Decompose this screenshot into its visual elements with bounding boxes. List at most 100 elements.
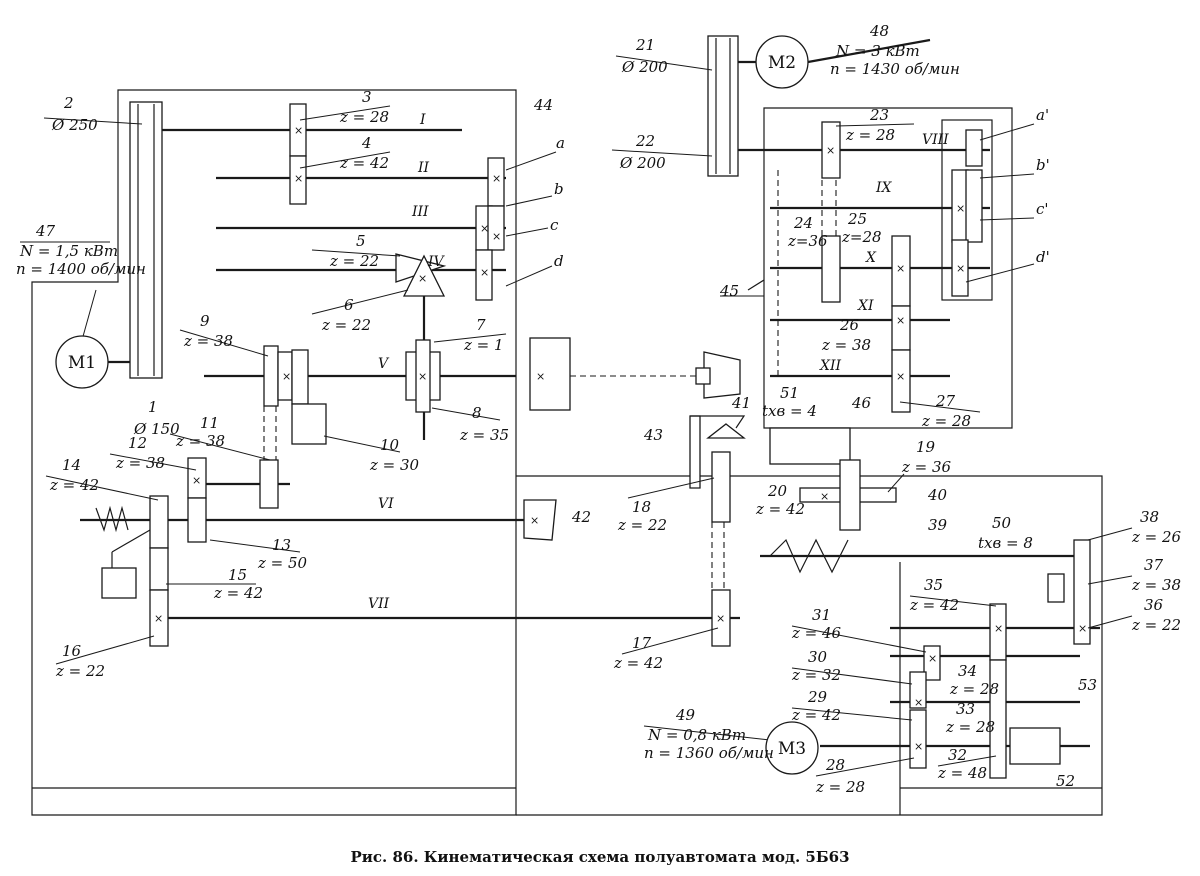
part-label-l6: 6 bbox=[344, 296, 354, 314]
part-label-l5z: z = 22 bbox=[329, 252, 379, 270]
part-label-lIX: IX bbox=[875, 180, 893, 196]
figure-caption: Рис. 86. Кинематическая схема полуавтома… bbox=[350, 848, 850, 866]
part-label-l49r: n = 1360 об/мин bbox=[644, 744, 774, 762]
feed-drive-belt bbox=[707, 35, 990, 177]
svg-text:×: × bbox=[536, 370, 545, 383]
part-label-l14: 14 bbox=[62, 456, 81, 474]
part-label-l38z: z = 26 bbox=[1131, 528, 1182, 546]
part-label-l12: 12 bbox=[128, 434, 147, 452]
part-label-l23: 23 bbox=[869, 106, 889, 124]
svg-text:×: × bbox=[418, 370, 427, 383]
svg-text:×: × bbox=[896, 370, 905, 383]
svg-text:×: × bbox=[492, 172, 501, 185]
part-label-l31: 31 bbox=[812, 606, 831, 624]
part-label-l2d: Ø 250 bbox=[51, 116, 98, 134]
part-label-l13z: z = 50 bbox=[257, 554, 308, 572]
part-label-l26z: z = 38 bbox=[821, 336, 871, 354]
part-label-lIV: IV bbox=[427, 254, 446, 270]
part-label-l24: 24 bbox=[793, 214, 813, 232]
part-label-l6z: z = 22 bbox=[321, 316, 371, 334]
part-label-l47r: n = 1400 об/мин bbox=[16, 260, 146, 278]
part-label-l47n: N = 1,5 кВт bbox=[19, 242, 118, 260]
part-label-l11z: z = 38 bbox=[175, 432, 225, 450]
part-label-l49: 49 bbox=[675, 706, 696, 724]
part-label-l34z: z = 28 bbox=[949, 680, 999, 698]
part-label-l45: 45 bbox=[719, 282, 739, 300]
part-label-l32: 32 bbox=[948, 746, 967, 764]
part-label-ld1: d' bbox=[1036, 248, 1050, 266]
part-label-l27z: z = 28 bbox=[921, 412, 971, 430]
part-label-l10z: z = 30 bbox=[369, 456, 420, 474]
part-label-l17: 17 bbox=[632, 634, 652, 652]
part-label-l15: 15 bbox=[228, 566, 247, 584]
svg-text:×: × bbox=[914, 740, 923, 753]
part-label-lc1: c' bbox=[1036, 200, 1049, 218]
svg-text:×: × bbox=[896, 314, 905, 327]
part-label-l48r: n = 1430 об/мин bbox=[830, 60, 960, 78]
svg-text:×: × bbox=[480, 266, 489, 279]
part-label-l38: 38 bbox=[1140, 508, 1159, 526]
part-label-l28: 28 bbox=[825, 756, 845, 774]
spindle-and-cam: × × bbox=[570, 351, 1074, 647]
part-label-la: a bbox=[556, 134, 565, 152]
kinematic-scheme: × × × × × × × × × × × × bbox=[16, 22, 1182, 816]
part-label-l7z: z = 1 bbox=[463, 336, 504, 354]
svg-text:×: × bbox=[994, 622, 1003, 635]
leader-lines bbox=[20, 55, 1133, 777]
part-label-l51t: tхв = 4 bbox=[762, 402, 817, 420]
part-label-l20z: z = 42 bbox=[755, 500, 805, 518]
part-label-lc: c bbox=[550, 216, 559, 234]
part-label-l1: 1 bbox=[148, 398, 158, 416]
part-label-l35z: z = 42 bbox=[909, 596, 959, 614]
shafts-vi-vii: × × × bbox=[80, 457, 740, 647]
part-label-l27: 27 bbox=[935, 392, 956, 410]
gearbox-lower-right: × × × × × bbox=[820, 539, 1100, 779]
part-label-l19: 19 bbox=[916, 438, 936, 456]
part-label-l3: 3 bbox=[362, 88, 372, 106]
part-label-l33: 33 bbox=[956, 700, 975, 718]
part-label-l40: 40 bbox=[927, 486, 948, 504]
part-label-lX: X bbox=[865, 250, 877, 266]
gearbox-upper-shafts: × × × × × × × bbox=[216, 103, 506, 301]
motor-m1-label: M1 bbox=[68, 353, 96, 373]
part-label-l36z: z = 22 bbox=[1131, 616, 1181, 634]
part-label-l30z: z = 32 bbox=[791, 666, 841, 684]
part-label-l48n: N = 3 кВт bbox=[835, 42, 920, 60]
part-label-l15z: z = 42 bbox=[213, 584, 263, 602]
part-label-l50: 50 bbox=[992, 514, 1012, 532]
part-label-lVII: VII bbox=[368, 596, 390, 612]
housing-frames bbox=[31, 89, 1103, 816]
motor-m3-label: M3 bbox=[778, 739, 806, 759]
part-label-ld: d bbox=[554, 252, 564, 270]
part-label-l33z: z = 28 bbox=[945, 718, 995, 736]
part-label-l50t: tхв = 8 bbox=[978, 534, 1033, 552]
part-label-l20: 20 bbox=[767, 482, 788, 500]
part-label-lVIII: VIII bbox=[922, 132, 949, 148]
part-label-l9: 9 bbox=[200, 312, 210, 330]
part-label-lb: b bbox=[554, 180, 564, 198]
part-label-l28z: z = 28 bbox=[815, 778, 865, 796]
part-label-l44: 44 bbox=[533, 96, 553, 114]
part-label-l25z: z=28 bbox=[841, 228, 882, 246]
svg-text:×: × bbox=[1078, 622, 1087, 635]
part-label-l4: 4 bbox=[361, 134, 372, 152]
part-label-l52: 52 bbox=[1056, 772, 1075, 790]
part-label-lXII: XII bbox=[819, 358, 841, 374]
part-label-l22d: Ø 200 bbox=[619, 154, 666, 172]
part-label-l21: 21 bbox=[635, 36, 655, 54]
part-label-lII: II bbox=[417, 160, 430, 176]
part-label-lVI: VI bbox=[378, 496, 394, 512]
part-label-l35: 35 bbox=[924, 576, 943, 594]
part-label-l10: 10 bbox=[380, 436, 400, 454]
part-label-l36: 36 bbox=[1144, 596, 1164, 614]
part-label-l2: 2 bbox=[63, 94, 74, 112]
shaft-v-assembly: × × × bbox=[204, 296, 571, 480]
svg-text:×: × bbox=[820, 490, 829, 503]
svg-text:×: × bbox=[492, 230, 501, 243]
part-label-l34: 34 bbox=[958, 662, 977, 680]
part-label-l32z: z = 48 bbox=[937, 764, 987, 782]
motor-m2: M2 bbox=[755, 35, 809, 89]
part-label-l19z: z = 36 bbox=[901, 458, 952, 476]
svg-text:×: × bbox=[192, 474, 201, 487]
